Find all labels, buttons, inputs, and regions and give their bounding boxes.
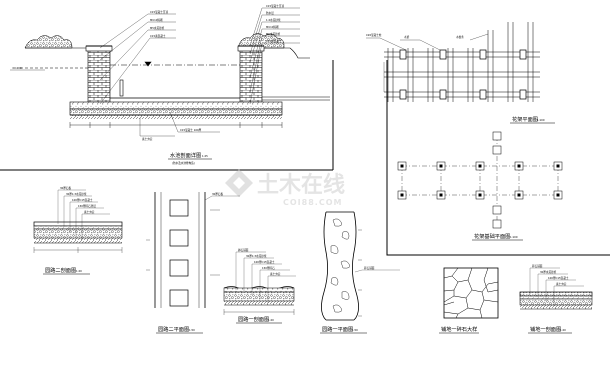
- path2-section: [33, 189, 123, 253]
- watermark: 土木在线 COI88.COM: [225, 169, 345, 207]
- svg-text:园路二平面图: 园路二平面图: [158, 325, 189, 333]
- svg-text:MU10砖砌: MU10砖砌: [266, 25, 279, 29]
- watermark-logo-icon: [225, 169, 253, 197]
- svg-text:MU10砖砌: MU10砖砌: [150, 18, 163, 22]
- svg-text:150厚碎石: 150厚碎石: [262, 266, 275, 270]
- svg-text:素土夯实: 素土夯实: [270, 272, 281, 276]
- path1-plan: [321, 211, 400, 321]
- svg-text:M5水泥砂浆: M5水泥砂浆: [266, 32, 281, 36]
- svg-text:园路一剖面图: 园路一剖面图: [238, 315, 269, 323]
- path1-pebbles: [330, 218, 350, 313]
- svg-text:30厚1:3水泥砂浆: 30厚1:3水泥砂浆: [66, 192, 87, 196]
- svg-text:卵石铺面: 卵石铺面: [238, 248, 249, 252]
- footing-cores: [400, 164, 560, 197]
- pergola-rafters: [387, 22, 534, 102]
- svg-text:30厚石板: 30厚石板: [60, 186, 71, 190]
- ground-line-right: [255, 47, 310, 59]
- svg-text:C20混凝土柱: C20混凝土柱: [366, 33, 382, 37]
- svg-text:C15素混凝土: C15素混凝土: [150, 34, 166, 38]
- svg-text:园路二剖面图: 园路二剖面图: [45, 266, 76, 274]
- svg-text:C15混凝土 100厚: C15混凝土 100厚: [180, 128, 202, 132]
- svg-text:1:20: 1:20: [268, 318, 274, 322]
- svg-text:100厚C15混凝土: 100厚C15混凝土: [254, 260, 275, 264]
- svg-text:1:100: 1:100: [537, 118, 545, 122]
- pergola-plan-notes: C20混凝土柱 木梁 木檩条 花架平面图 1:100: [366, 33, 555, 124]
- sheet-dividers: [0, 60, 610, 256]
- pergola-base-title: 花架基础平面图 1:100: [472, 232, 523, 241]
- svg-text:防水层: 防水层: [266, 11, 274, 15]
- svg-text:碎石铺面: 碎石铺面: [364, 266, 375, 270]
- path1-plan-notes: 碎石铺面 园路一平面图 1:50: [320, 266, 375, 334]
- svg-text:1:20: 1:20: [560, 328, 566, 332]
- svg-text:1:25: 1:25: [202, 154, 208, 158]
- paving-stone-detail: [443, 267, 499, 319]
- pergola-columns: [399, 49, 527, 100]
- paving-section-notes: 碎石铺面 30厚水泥砂浆 100厚C15混凝土 素土夯实 铺地一剖面图 1:20: [528, 264, 572, 334]
- svg-text:1:50: 1:50: [189, 328, 195, 332]
- svg-text:1:20: 1:20: [76, 269, 82, 273]
- pool-section-detail: [10, 7, 330, 137]
- svg-text:木檩条: 木檩条: [456, 35, 464, 39]
- pergola-base-plan: [397, 131, 563, 229]
- path2-section-notes: 30厚石板 30厚1:3水泥砂浆 100厚C15混凝土 150厚碎石垫层 素土夯…: [43, 186, 96, 275]
- watermark-cn: 土木在线: [257, 172, 345, 198]
- pool-section-notes: C15混凝土压顶 MU10砖砌 M5水泥砂浆 C15素混凝土 C15混凝土压顶 …: [12, 4, 284, 165]
- watermark-en: COI88.COM: [283, 198, 342, 207]
- svg-text:100厚C15混凝土: 100厚C15混凝土: [72, 198, 93, 202]
- svg-text:铺地一剖面图: 铺地一剖面图: [530, 325, 561, 333]
- svg-text:园路一平面图: 园路一平面图: [322, 325, 353, 333]
- svg-text:30厚水泥砂浆: 30厚水泥砂浆: [540, 270, 557, 274]
- pool-wall-left: [87, 49, 111, 103]
- svg-text:1:100: 1:100: [510, 235, 518, 239]
- svg-text:C15素混凝土: C15素混凝土: [266, 39, 282, 43]
- path1-section-notes: 卵石铺面 30厚1:3水泥砂浆 100厚C15混凝土 150厚碎石 素土夯实 园…: [236, 248, 282, 324]
- svg-text:(防水及水池壁构造): (防水及水池壁构造): [172, 161, 195, 165]
- svg-text:木梁: 木梁: [404, 35, 410, 39]
- path2-plan: [146, 192, 240, 308]
- svg-text:M5水泥砂浆: M5水泥砂浆: [150, 26, 165, 30]
- svg-text:素土夯实: 素土夯实: [142, 137, 153, 141]
- svg-text:C15混凝土压顶: C15混凝土压顶: [150, 10, 168, 14]
- water-level-marker: [144, 61, 152, 67]
- svg-text:素土夯实: 素土夯实: [556, 282, 567, 286]
- svg-text:水池剖面详图: 水池剖面详图: [170, 151, 201, 159]
- pool-drain-pipe: [119, 79, 124, 97]
- svg-text:30厚石板: 30厚石板: [212, 192, 223, 196]
- pool-wall-right: [239, 49, 263, 103]
- svg-text:150厚碎石垫层: 150厚碎石垫层: [78, 204, 96, 208]
- shrub-left: [24, 35, 73, 49]
- path2-plan-notes: 30厚石板 园路二平面图 1:50: [156, 192, 223, 334]
- pergola-beams: [384, 51, 540, 98]
- pool-section-title: 水池剖面详图 1:25 (防水及水池壁构造): [168, 151, 212, 165]
- path1-section: [223, 251, 296, 315]
- paving-section: [519, 267, 593, 310]
- pool-base-gravel: [69, 108, 283, 116]
- svg-text:碎石铺面: 碎石铺面: [532, 264, 543, 268]
- svg-text:素土夯实: 素土夯实: [84, 210, 95, 214]
- stepping-stones: [169, 199, 189, 307]
- svg-text:花架平面图: 花架平面图: [512, 115, 538, 123]
- pergola-plan: [366, 22, 540, 102]
- svg-text:1:50: 1:50: [352, 328, 358, 332]
- svg-text:花架基础平面图: 花架基础平面图: [474, 232, 510, 240]
- svg-text:铺地一碎石大样: 铺地一碎石大样: [441, 325, 477, 333]
- svg-text:C15混凝土压顶: C15混凝土压顶: [266, 4, 284, 8]
- svg-text:±0.000: ±0.000: [12, 66, 22, 70]
- svg-text:1:2水泥砂浆: 1:2水泥砂浆: [266, 18, 281, 22]
- svg-text:30厚1:3水泥砂浆: 30厚1:3水泥砂浆: [246, 254, 267, 258]
- paving-stone-title: 铺地一碎石大样: [439, 325, 479, 334]
- svg-text:100厚C15混凝土: 100厚C15混凝土: [548, 276, 569, 280]
